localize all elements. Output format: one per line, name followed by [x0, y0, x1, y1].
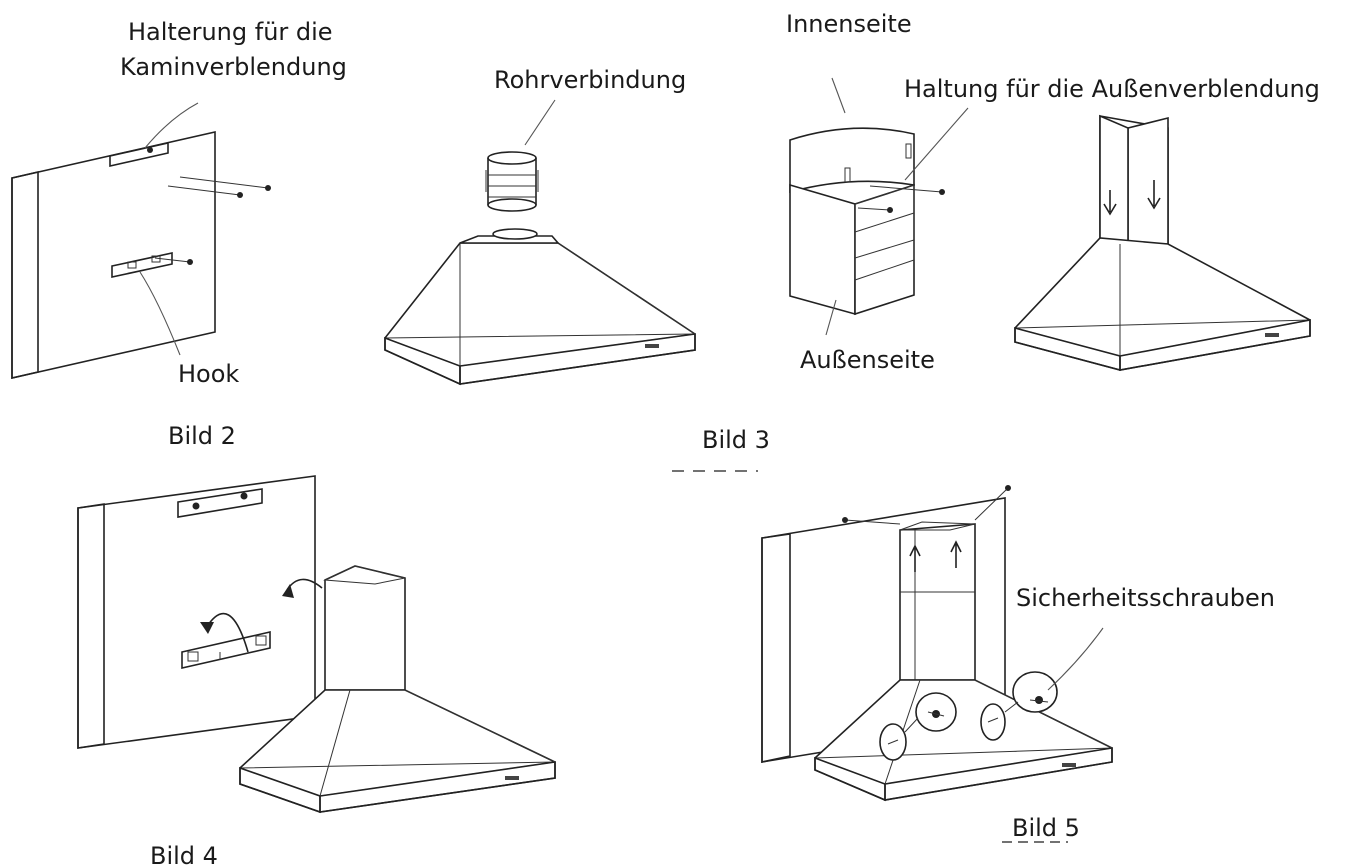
- label-safety-screws: Sicherheitsschrauben: [1016, 584, 1275, 612]
- caption-fig-3: Bild 3: [702, 426, 770, 454]
- figure-hood-pipe-connection: Rohrverbindung: [384, 66, 696, 386]
- figure-2-wall-brackets: Halterung für die Kaminverblendung Hook: [11, 18, 347, 388]
- label-chimney-bracket-line1: Halterung für die: [128, 18, 333, 46]
- safety-screw-callouts: [879, 671, 1058, 761]
- brick-wall: [77, 475, 316, 749]
- chimney-bracket: [177, 488, 263, 518]
- label-chimney-bracket-line2: Kaminverblendung: [120, 53, 347, 81]
- hook-bracket: [111, 252, 173, 278]
- brick-wall: [11, 130, 216, 380]
- screw-lines: [842, 485, 1011, 525]
- figure-4-hang-hood: [77, 475, 556, 814]
- caption-fig-5: Bild 5: [1012, 814, 1080, 842]
- hanging-arrows: [200, 578, 323, 653]
- figure-5-safety-screws: Sicherheitsschrauben: [761, 485, 1275, 802]
- range-hood: [384, 228, 696, 386]
- chimney-cover-inner-outer: [789, 127, 945, 316]
- figure-3-chimney-covers: Innenseite Haltung für die Außenverblend…: [786, 10, 1320, 374]
- hook-bracket: [181, 630, 271, 670]
- pipe-connector: [485, 151, 539, 212]
- label-pipe-connection: Rohrverbindung: [494, 66, 686, 94]
- caption-fig-4: Bild 4: [150, 842, 218, 868]
- range-hood-with-chimney: [1014, 114, 1311, 372]
- chimney-cover: [899, 521, 976, 681]
- screws: [154, 176, 271, 265]
- label-outer-side: Außenseite: [800, 346, 935, 374]
- range-hood: [814, 679, 1113, 802]
- label-inner-side: Innenseite: [786, 10, 912, 38]
- caption-fig-2: Bild 2: [168, 422, 236, 450]
- label-outer-cover-bracket: Haltung für die Außenverblendung: [904, 75, 1320, 103]
- range-hood-with-chimney: [239, 565, 556, 814]
- label-hook: Hook: [178, 360, 239, 388]
- chimney-bracket: [109, 142, 169, 167]
